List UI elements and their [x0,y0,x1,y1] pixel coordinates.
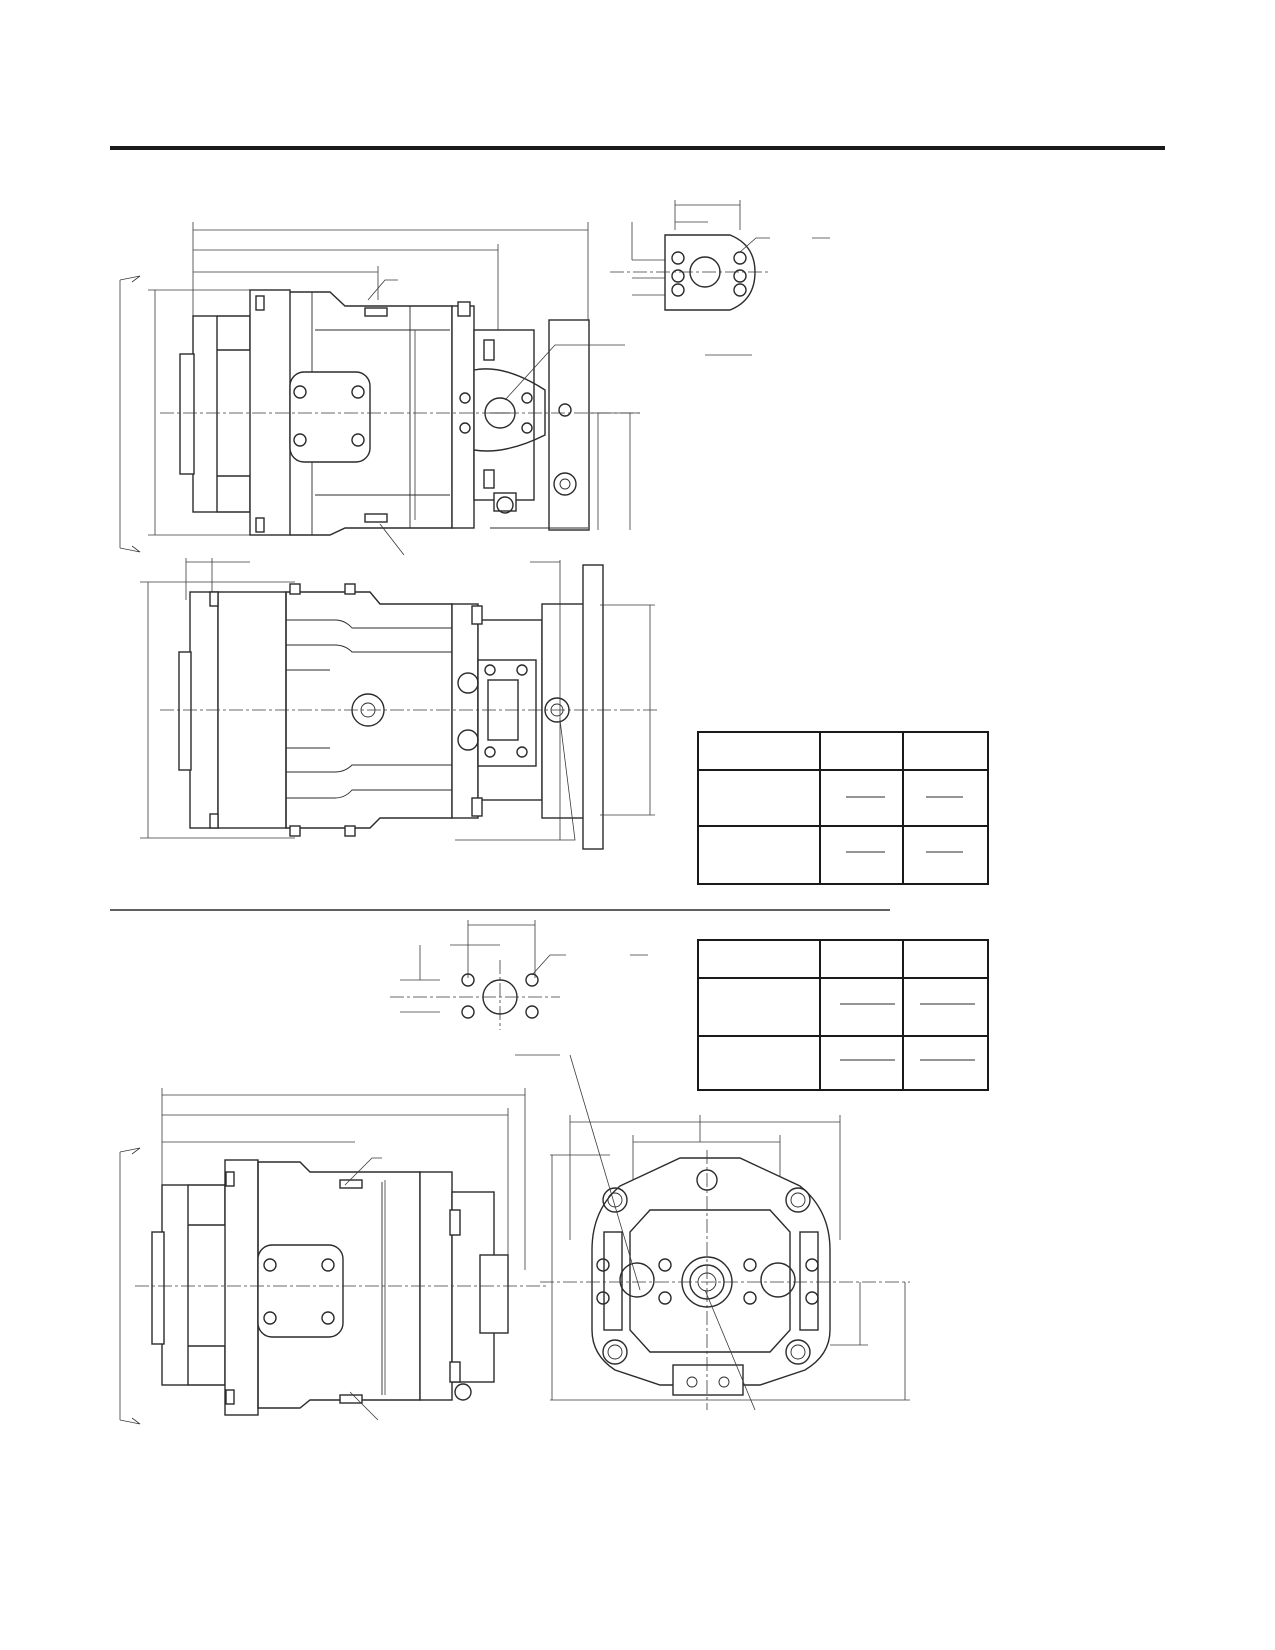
rear-end-view [540,1054,910,1411]
lower-dimension-table [697,939,989,1091]
upper-side-view [119,222,640,556]
middle-top-view [140,558,660,850]
upper-port-detail [610,200,830,356]
lower-side-view [119,1088,548,1425]
upper-dimension-table [697,731,989,885]
lower-port-detail [390,920,648,1056]
